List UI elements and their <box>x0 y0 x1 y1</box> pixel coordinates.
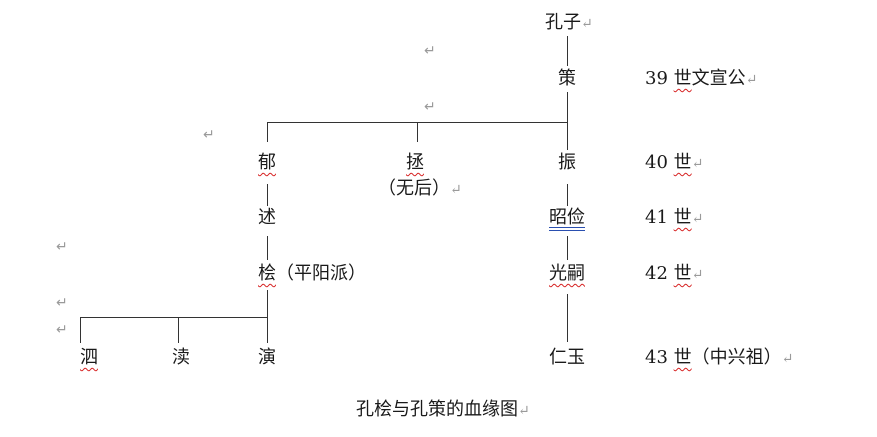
node-shu: 述 <box>258 207 276 229</box>
paragraph-mark: ↵ <box>781 351 794 367</box>
paragraph-mark: ↵ <box>424 43 436 59</box>
node-du: 渎 <box>172 347 190 369</box>
generation-43-note: （中兴祖） <box>691 347 782 368</box>
paragraph-mark: ↵ <box>424 99 436 115</box>
line-yu-shu <box>267 184 268 206</box>
paragraph-mark: ↵ <box>56 239 68 255</box>
line-zhao-guangsi <box>567 236 568 260</box>
node-zhen: 振 <box>558 152 576 174</box>
node-kuai: 桧（平阳派） <box>258 263 366 285</box>
line-bar-zhen <box>567 122 568 150</box>
line-ce-down <box>567 92 568 122</box>
generation-43: 43 世（中兴祖）↵ <box>645 347 793 370</box>
line-bar-cheng <box>417 122 418 142</box>
node-kongzi-label: 孔子 <box>545 12 581 33</box>
diagram-caption: 孔桧与孔策的血缘图↵ <box>356 399 530 422</box>
node-kuai-note: （平阳派） <box>276 263 366 284</box>
generation-43-shi: 世 <box>673 347 692 368</box>
generation-42-number: 42 <box>645 263 668 284</box>
node-yu-label: 郁 <box>258 152 276 173</box>
node-yan: 演 <box>258 347 276 369</box>
node-cheng-label: 拯 <box>406 152 424 173</box>
generation-40-number: 40 <box>645 152 668 173</box>
generation-41-shi: 世 <box>673 207 692 228</box>
generation-40-shi: 世 <box>673 152 692 173</box>
node-yan-label: 演 <box>258 347 276 368</box>
node-zhaojian-label: 昭俭 <box>549 207 585 228</box>
generation-39: 39 世文宣公↵ <box>645 68 757 91</box>
line-shu-kuai <box>267 236 268 260</box>
node-renyu-label: 仁玉 <box>549 347 585 368</box>
paragraph-mark: ↵ <box>691 156 704 172</box>
paragraph-mark: ↵ <box>691 267 704 283</box>
node-zhen-label: 振 <box>558 152 576 173</box>
line-bar-yu <box>267 122 268 142</box>
node-yu: 郁 <box>258 152 276 174</box>
node-guangsi-label: 光嗣 <box>549 263 585 284</box>
diagram-caption-text: 孔桧与孔策的血缘图 <box>356 399 518 420</box>
node-guangsi: 光嗣 <box>549 263 585 285</box>
generation-42-shi: 世 <box>673 263 692 284</box>
paragraph-mark: ↵ <box>203 127 215 143</box>
node-shu-label: 述 <box>258 207 276 228</box>
line-kongzi-ce <box>567 36 568 66</box>
paragraph-mark: ↵ <box>56 322 68 338</box>
paragraph-mark: ↵ <box>581 16 593 32</box>
line-bar-si <box>80 317 81 343</box>
paragraph-mark: ↵ <box>745 72 758 88</box>
line-zhen-zhao <box>567 184 568 206</box>
node-zhaojian: 昭俭 <box>549 207 585 229</box>
generation-41: 41 世↵ <box>645 207 703 230</box>
paragraph-mark: ↵ <box>56 295 68 311</box>
node-cheng-note-label: （无后） <box>378 178 450 199</box>
node-ce-label: 策 <box>558 68 576 89</box>
node-cheng-note: （无后）↵ <box>378 178 462 201</box>
generation-39-note: 文宣公 <box>691 68 746 89</box>
line-kuai-down <box>267 290 268 318</box>
generation-42: 42 世↵ <box>645 263 703 286</box>
generation-41-number: 41 <box>645 207 668 228</box>
generation-39-shi: 世 <box>673 68 692 89</box>
node-si: 泗 <box>80 347 98 369</box>
line-guangsi-renyu <box>567 294 568 342</box>
line-bar-shu2 <box>178 317 179 343</box>
line-bar-yan <box>267 317 268 343</box>
node-si-label: 泗 <box>80 347 98 368</box>
node-kongzi: 孔子↵ <box>545 12 593 35</box>
node-renyu: 仁玉 <box>549 347 585 369</box>
paragraph-mark: ↵ <box>450 182 462 198</box>
paragraph-mark: ↵ <box>518 403 530 419</box>
node-kuai-label: 桧 <box>258 263 276 284</box>
generation-43-number: 43 <box>645 347 668 368</box>
node-ce: 策 <box>558 68 576 90</box>
paragraph-mark: ↵ <box>691 211 704 227</box>
line-gen43-bar <box>80 317 268 318</box>
node-cheng: 拯 <box>406 152 424 174</box>
node-du-label: 渎 <box>172 347 190 368</box>
generation-40: 40 世↵ <box>645 152 703 175</box>
generation-39-number: 39 <box>645 68 668 89</box>
